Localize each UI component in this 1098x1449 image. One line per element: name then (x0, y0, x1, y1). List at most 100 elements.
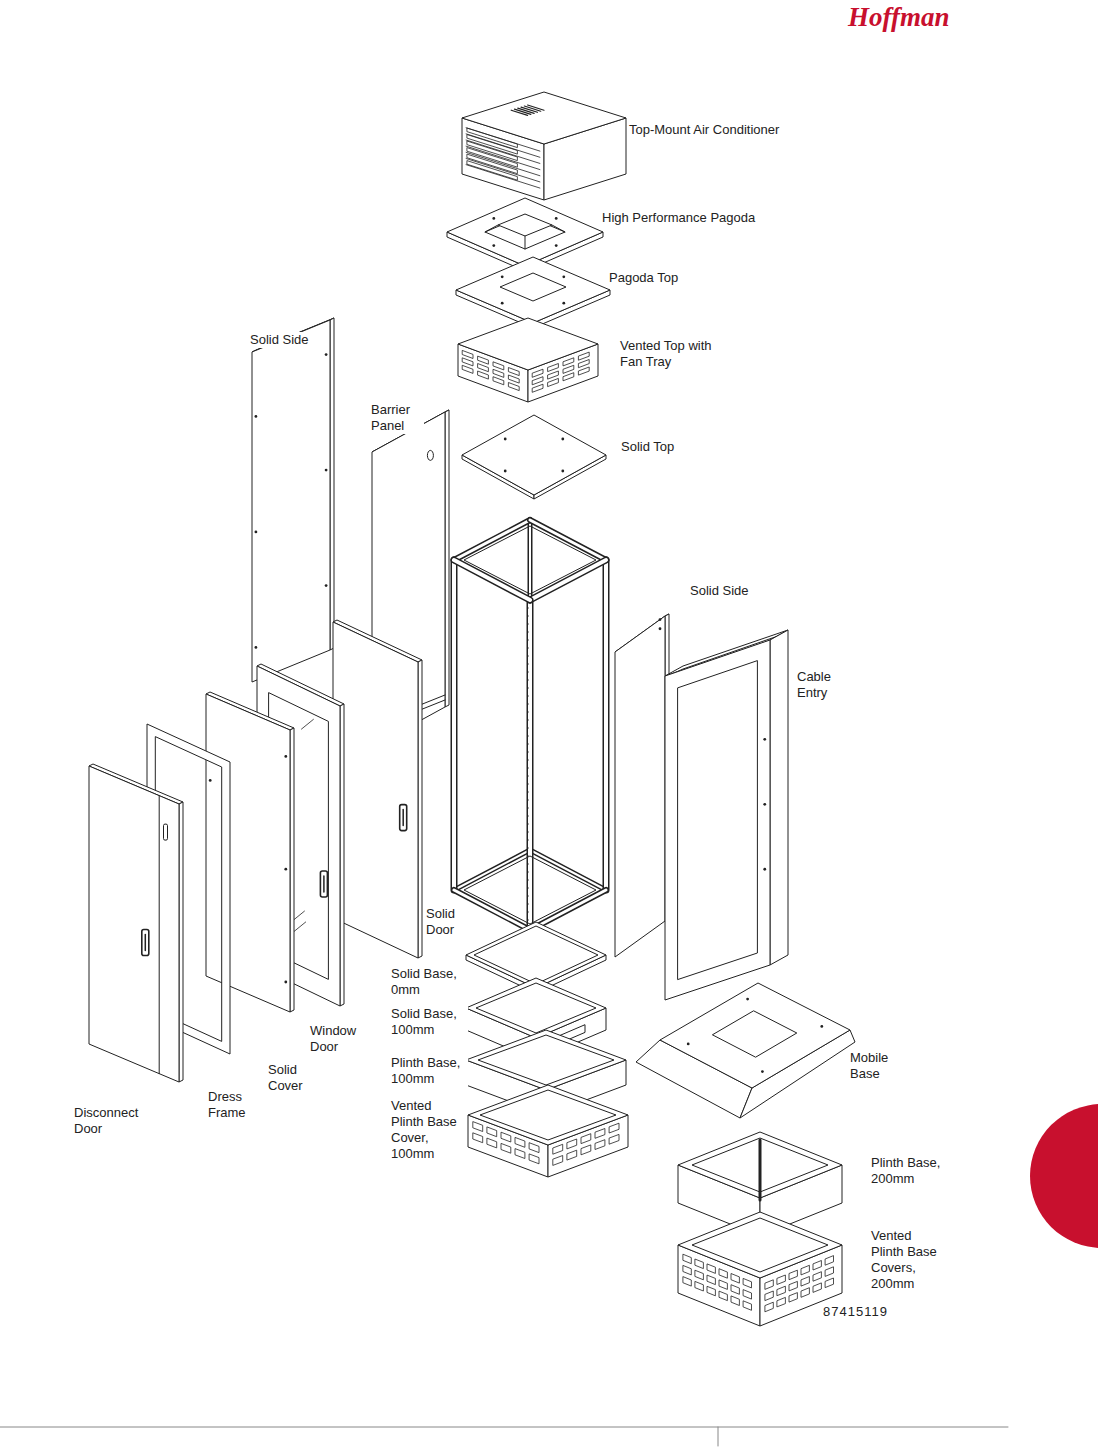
part-label: Plinth Base, 100mm (390, 1055, 468, 1087)
mount-hole (527, 807, 528, 808)
vent-slot (707, 1286, 715, 1296)
mount-hole (761, 1070, 764, 1073)
base-opening (478, 1035, 614, 1085)
door-seam (159, 796, 160, 1074)
vent-slot (813, 1283, 821, 1293)
vent-slot (493, 369, 504, 377)
mount-hole (527, 655, 528, 656)
vent-slot (595, 1129, 605, 1139)
mount-hole (492, 244, 495, 247)
vent-slot (789, 1293, 797, 1303)
vent-slot (563, 373, 574, 381)
pagoda-plate (447, 198, 603, 266)
frame-rail (454, 520, 530, 560)
part-label: Vented Plinth Base Covers, 200mm (870, 1228, 946, 1292)
drawing-number: 87415119 (822, 1304, 889, 1320)
vented-plinth-cover (468, 1085, 628, 1145)
vent-slot (473, 1122, 483, 1132)
frame-rail (530, 850, 606, 890)
vent-slot (683, 1254, 691, 1264)
vent-slot (743, 1290, 751, 1300)
vent-slot (743, 1278, 751, 1288)
mount-hole (527, 679, 528, 680)
mount-hole (555, 217, 558, 220)
vented-plinth-cover (678, 1212, 842, 1278)
mount-hole (527, 727, 528, 728)
mount-hole (527, 791, 528, 792)
mount-hole (527, 719, 528, 720)
plinth-rib (759, 1140, 762, 1200)
barrier-panel (445, 410, 449, 707)
mount-hole (527, 663, 528, 664)
vent-louver (466, 146, 540, 169)
door-handle (323, 876, 325, 892)
vent-slot (765, 1302, 773, 1312)
panel-slot (427, 450, 433, 460)
vent-slot (609, 1134, 619, 1144)
frame-rail (528, 600, 532, 930)
vent-slot (719, 1280, 727, 1290)
vent-slot (695, 1270, 704, 1280)
mount-hole (527, 863, 528, 864)
part-label: Barrier Panel (370, 402, 424, 434)
base-opening (692, 1218, 828, 1272)
mount-hole (527, 799, 528, 800)
vent-slot (731, 1285, 739, 1295)
vent-slot (719, 1291, 727, 1301)
mount-hole (527, 703, 528, 704)
part-label: Vented Plinth Base Cover, 100mm (390, 1098, 466, 1162)
mount-hole (527, 831, 528, 832)
frame-opening (464, 856, 596, 924)
solid-side (330, 318, 334, 650)
vent-slot (532, 369, 543, 377)
part-label: Dress Frame (207, 1089, 256, 1121)
plinth-base (466, 1030, 626, 1090)
mount-hole (527, 871, 528, 872)
vent-slot (548, 364, 559, 372)
mount-hole (527, 751, 528, 752)
mount-hole (527, 823, 528, 824)
mount-hole (527, 615, 528, 616)
frame-rail (527, 600, 534, 930)
mount-hole (527, 735, 528, 736)
vent-slot (813, 1272, 821, 1282)
solid-top (462, 415, 606, 495)
vent-slot (478, 371, 489, 379)
mount-hole (209, 779, 212, 782)
vent-slot (683, 1265, 691, 1275)
mount-hole (255, 531, 258, 534)
part-label: Solid Base, 0mm (390, 966, 468, 998)
disconnect-door (179, 802, 183, 1082)
bracket (420, 695, 445, 705)
mount-hole (820, 1025, 823, 1028)
frame-rail (454, 850, 530, 890)
vent-slot (563, 365, 574, 373)
frame-rail (454, 560, 530, 600)
solid-cover (290, 728, 294, 1012)
mount-hole (562, 275, 565, 278)
vent-slot (801, 1265, 809, 1275)
vent-slot (707, 1275, 715, 1285)
door-handle (400, 805, 407, 831)
vent-slot (563, 358, 574, 366)
cable-entry (770, 630, 788, 965)
mount-hole (284, 868, 287, 871)
mount-hole (561, 470, 564, 473)
part-line (525, 236, 526, 249)
vent-slot (707, 1264, 715, 1274)
vent-slot (462, 365, 473, 373)
frame-rail (454, 560, 530, 600)
mount-hole (763, 738, 766, 741)
solid-door (333, 622, 418, 958)
vent-slot (478, 356, 489, 364)
vent-slot (508, 383, 519, 391)
vent-slot (578, 360, 589, 368)
vent-slot (487, 1138, 497, 1148)
base-opening (712, 1011, 796, 1057)
mount-hole (746, 998, 749, 1001)
vent-slot (777, 1286, 786, 1296)
vent-slot (813, 1261, 821, 1271)
mount-hole (527, 743, 528, 744)
vent-slot (493, 377, 504, 385)
bracket (420, 700, 445, 710)
